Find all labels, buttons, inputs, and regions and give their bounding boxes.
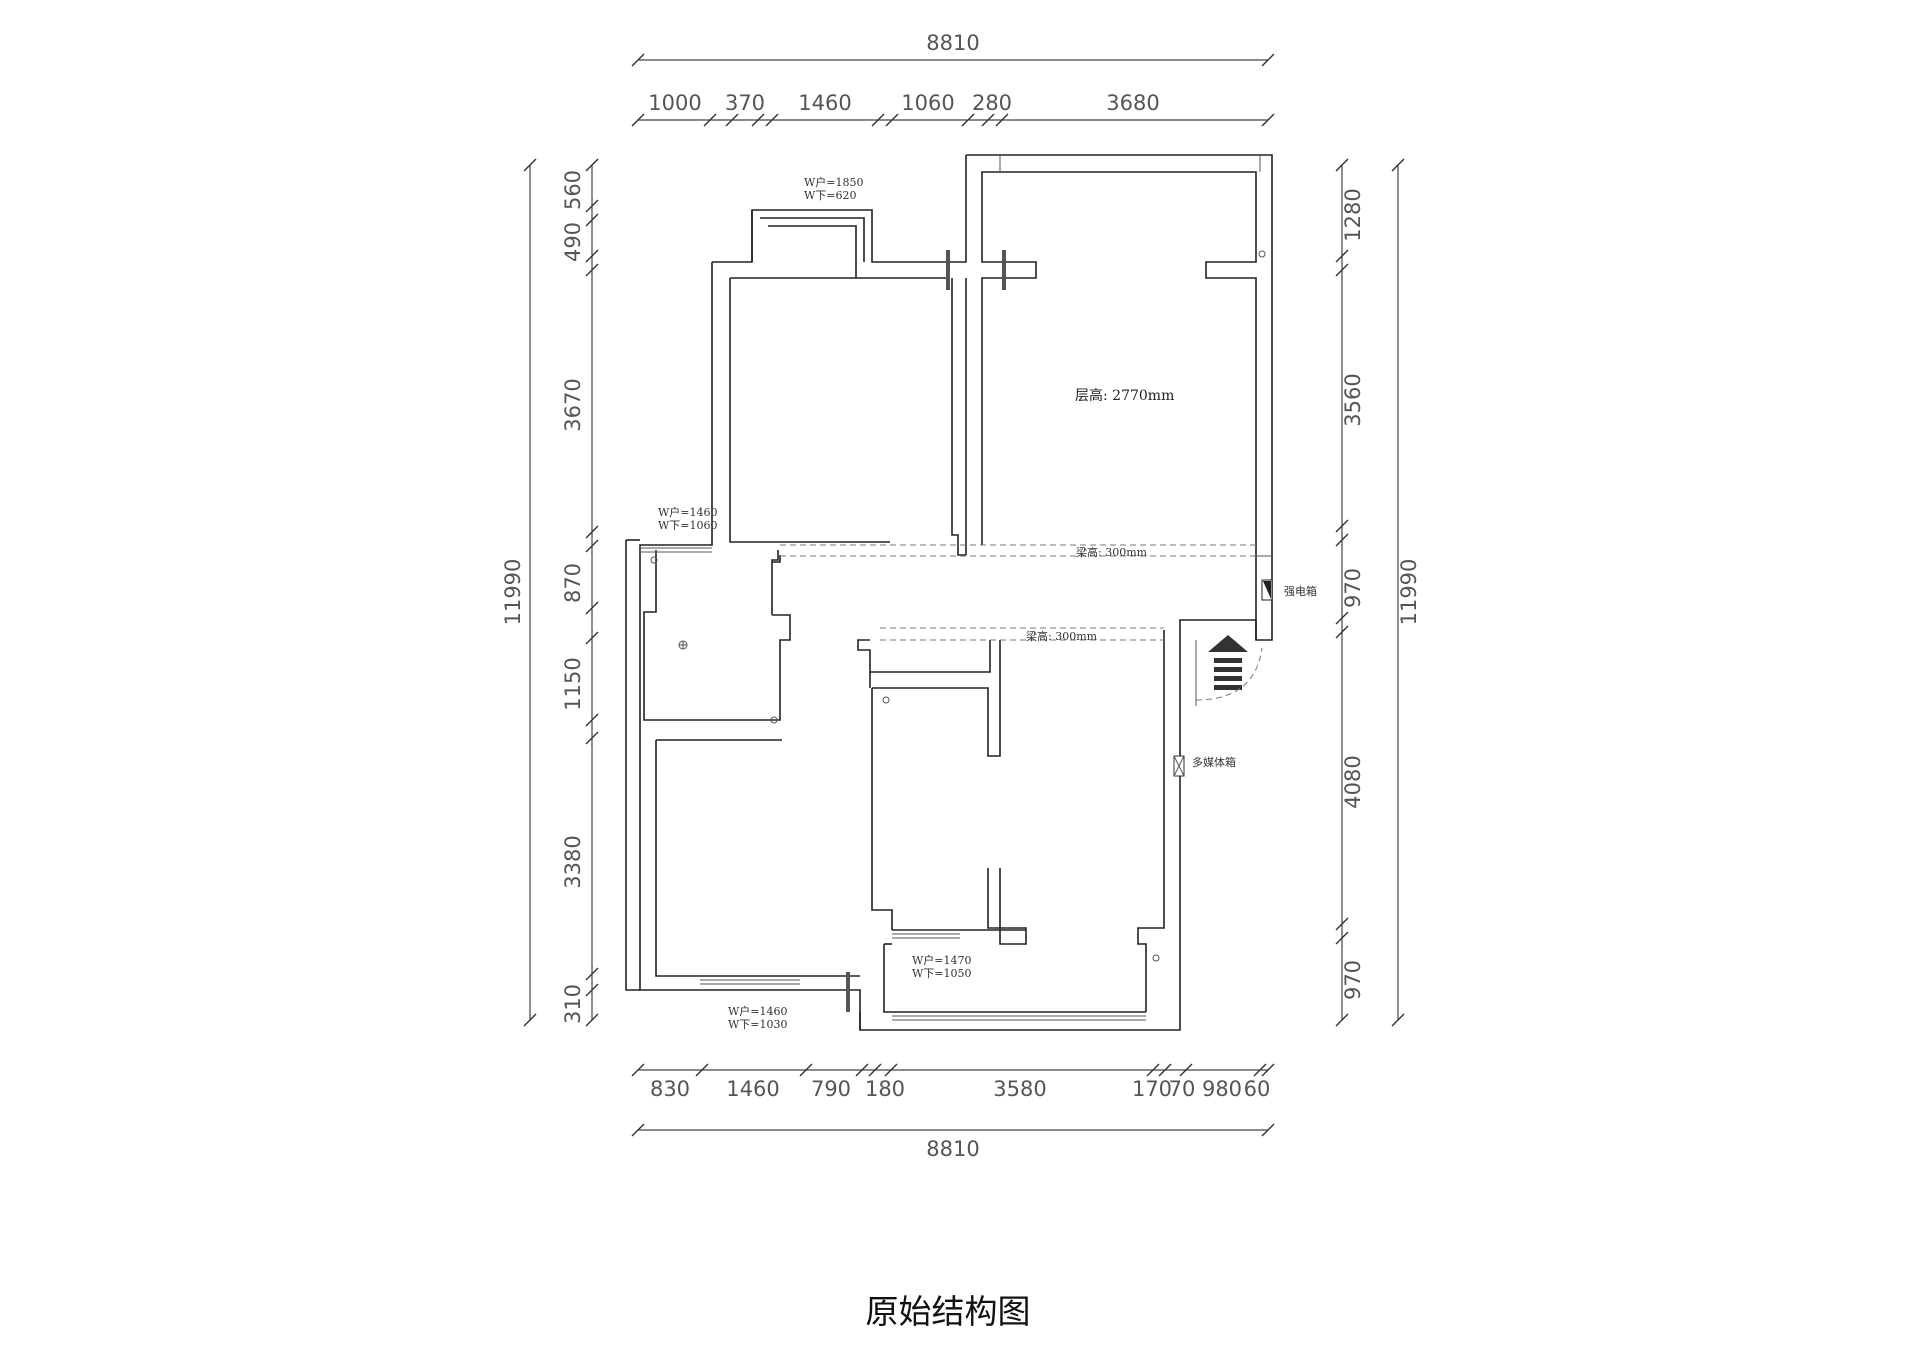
entrance-arrow-icon [1195, 635, 1263, 706]
bottom-dim-8: 980 [1202, 1077, 1242, 1101]
fixture-dot [882, 696, 890, 704]
top-dim-4: 1060 [901, 91, 954, 115]
window-note-2-line1: W户=1460 [658, 505, 718, 519]
window-note-3-line2: W下=1050 [912, 967, 972, 980]
right-dim-1: 1280 [1341, 188, 1365, 241]
beam-label-1: 梁高: 300mm [1076, 545, 1148, 559]
bottom-dim-6: 170 [1132, 1077, 1172, 1101]
window-note-4-line2: W下=1030 [728, 1018, 788, 1031]
bottom-dim-4: 180 [865, 1077, 905, 1101]
left-dim-2: 490 [561, 222, 585, 262]
top-dim-6: 3680 [1106, 91, 1159, 115]
door-marker-2 [1002, 250, 1006, 290]
left-dimensions: 11990 560 490 3670 870 1150 3380 310 [501, 158, 599, 1027]
bottom-dim-7: 70 [1169, 1077, 1196, 1101]
left-dim-1: 560 [561, 170, 585, 210]
beam-label-2: 梁高: 300mm [1026, 629, 1098, 643]
media-box-label: 多媒体箱 [1192, 755, 1236, 769]
bottom-total-dim: 8810 [926, 1137, 979, 1161]
left-dim-5: 1150 [561, 657, 585, 710]
right-dim-4: 4080 [1341, 755, 1365, 808]
left-total-dim: 11990 [501, 559, 525, 626]
door-marker-1 [946, 250, 950, 290]
window-note-1-line2: W下=620 [804, 189, 857, 202]
window-note-3-line1: W户=1470 [912, 953, 972, 967]
left-dim-3: 3670 [561, 378, 585, 431]
floor-height-label: 层高: 2770mm [1075, 387, 1174, 404]
bottom-dim-1: 830 [650, 1077, 690, 1101]
electric-box-icon [1261, 579, 1273, 601]
bottom-dim-2: 1460 [726, 1077, 779, 1101]
window-note-4-line1: W户=1460 [728, 1004, 788, 1018]
bottom-dim-5: 3580 [993, 1077, 1046, 1101]
fixture-dot [770, 716, 778, 724]
top-dim-2: 370 [725, 91, 765, 115]
top-dim-5: 280 [972, 91, 1012, 115]
right-total-dim: 11990 [1397, 559, 1421, 626]
bottom-dim-9: 60 [1244, 1077, 1271, 1101]
left-dim-6: 3380 [561, 835, 585, 888]
bottom-dimensions: 830 1460 790 180 3580 170 70 980 60 8810 [631, 1063, 1275, 1161]
door-marker-3 [846, 972, 850, 1012]
window-note-2-line2: W下=1060 [658, 519, 718, 532]
fixture-dot [650, 556, 658, 564]
media-box-icon [1173, 755, 1185, 777]
bottom-dim-3: 790 [811, 1077, 851, 1101]
electric-box-label: 强电箱 [1284, 584, 1317, 598]
left-dim-7: 310 [561, 984, 585, 1024]
right-dim-2: 3560 [1341, 373, 1365, 426]
window-note-1-line1: W户=1850 [804, 175, 864, 189]
top-dimensions: 8810 1000 370 1460 1060 280 3680 [631, 31, 1275, 127]
right-dim-3: 970 [1341, 568, 1365, 608]
top-dim-3: 1460 [798, 91, 851, 115]
right-dim-5: 970 [1341, 960, 1365, 1000]
walls [625, 154, 1273, 1031]
left-dim-4: 870 [561, 563, 585, 603]
top-dim-1: 1000 [648, 91, 701, 115]
right-dimensions: 1280 3560 970 4080 970 11990 [1335, 158, 1421, 1027]
fixture-dot [1152, 954, 1160, 962]
fixture-dot [1258, 250, 1266, 258]
drawing-title: 原始结构图 [866, 1292, 1031, 1331]
top-total-dim: 8810 [926, 31, 979, 55]
